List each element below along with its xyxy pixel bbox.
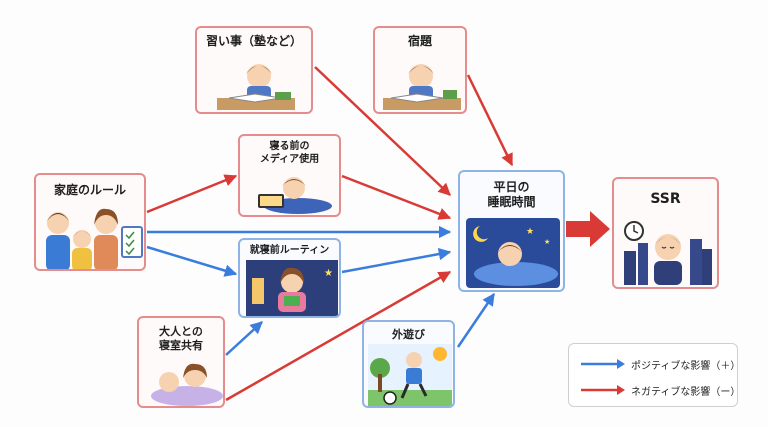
legend-negative: ネガティブな影響（ー） (579, 382, 740, 398)
node-media-label: 寝る前の メディア使用 (259, 141, 320, 165)
legend-red-arrow-icon (581, 385, 625, 395)
node-routine: 就寝前ルーティン ★ (238, 238, 341, 318)
legend-blue-arrow-icon (581, 359, 625, 369)
node-homework: 宿題 (373, 26, 467, 114)
child-reading-icon: ★ (246, 260, 338, 316)
sleeping-child-icon: ★ ★ (466, 218, 560, 288)
node-ssr-label: SSR (650, 191, 681, 207)
node-cosleep: 大人との 寝室共有 (137, 316, 225, 408)
arrow-cosleep-to-sleep (225, 270, 452, 402)
node-cosleep-label: 大人との 寝室共有 (159, 325, 203, 352)
child-playing-soccer-icon (368, 344, 452, 406)
node-lessons-label: 習い事（塾など） (205, 34, 302, 48)
arrow-routine-to-sleep (341, 247, 452, 274)
arrow-media-to-sleep (341, 174, 452, 220)
parent-child-sleeping-icon (151, 363, 223, 406)
node-ssr: SSR (612, 177, 719, 289)
family-icon (46, 208, 143, 269)
svg-text:★: ★ (526, 227, 534, 237)
node-outdoor: 外遊び (362, 320, 455, 408)
svg-text:★: ★ (324, 268, 333, 279)
node-media: 寝る前の メディア使用 (238, 134, 341, 217)
arrow-rules-to-media (146, 174, 238, 214)
child-studying-icon (217, 64, 295, 110)
node-sleep: 平日の 睡眠時間 ★ ★ (458, 170, 565, 292)
arrow-rules-to-routine (146, 245, 238, 277)
tired-person-city-icon (624, 221, 712, 285)
legend-positive-label: ポジティブな影響（＋） (631, 361, 741, 372)
node-outdoor-label: 外遊び (392, 328, 425, 341)
svg-text:★: ★ (544, 238, 550, 246)
child-tablet-icon (258, 177, 332, 214)
arrow-outdoor-to-sleep (456, 292, 496, 348)
node-rules: 家庭のルール (34, 173, 146, 271)
node-routine-label: 就寝前ルーティン (249, 245, 330, 256)
legend: ポジティブな影響（＋） ネガティブな影響（ー） (568, 343, 740, 407)
arrow-cosleep-to-routine (225, 321, 263, 356)
arrow-homework-to-sleep (466, 74, 514, 167)
node-rules-label: 家庭のルール (53, 183, 126, 197)
child-homework-icon (383, 64, 461, 110)
arrow-lessons-to-sleep (314, 66, 451, 196)
legend-negative-label: ネガティブな影響（ー） (631, 387, 741, 398)
node-homework-label: 宿題 (407, 34, 432, 48)
legend-positive: ポジティブな影響（＋） (579, 356, 740, 372)
node-sleep-label: 平日の 睡眠時間 (487, 180, 536, 209)
node-lessons: 習い事（塾など） (195, 26, 313, 114)
arrow-sleep-to-ssr (566, 211, 610, 247)
